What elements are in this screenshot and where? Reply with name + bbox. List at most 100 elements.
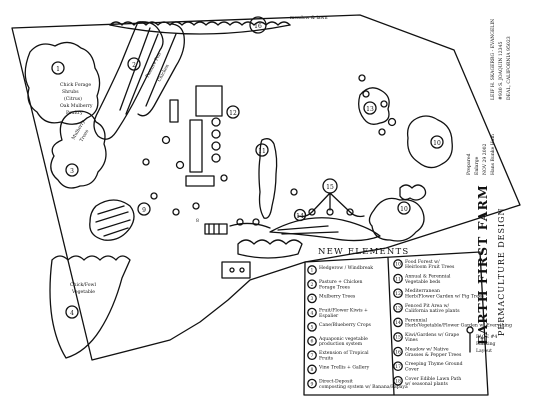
legend-right-marker-16 bbox=[393, 346, 403, 357]
zone-6-aquaponic-box bbox=[221, 261, 251, 279]
zone-2-pasture-pen bbox=[93, 21, 185, 140]
bush-row-lower bbox=[237, 239, 303, 259]
legend-right-text-14-1: Herb/Vegetable/Flower Garden w/ Everythi… bbox=[405, 323, 512, 329]
zone-1-chick-forage bbox=[24, 41, 101, 125]
legend-right-number-10: 10 bbox=[395, 262, 401, 268]
legend-right-text-13-0: Fenced Pit Area w/ bbox=[405, 303, 450, 309]
legend-right-text-13-1: California native plants bbox=[405, 308, 460, 314]
svg-text:10: 10 bbox=[400, 206, 408, 213]
legend-right-number-16: 16 bbox=[395, 349, 401, 355]
legend-left-number-3: 3 bbox=[311, 296, 314, 302]
prepared-line-4: Hans Bunke Ham bbox=[490, 133, 496, 175]
legend-right-marker-14 bbox=[393, 317, 403, 328]
legend-left-number-4: 4 bbox=[311, 310, 314, 316]
legend-right-text-17-1: Cover bbox=[405, 366, 420, 372]
legend-right-text-11-0: Annual & Perennial bbox=[404, 274, 451, 280]
legend-left-marker-3 bbox=[307, 293, 317, 304]
legend-right-text-15-0: Kiwi/Gardens w/ Grape bbox=[405, 332, 459, 338]
legend-left-marker-2 bbox=[307, 279, 317, 290]
page-number-text: PAGE #4 bbox=[476, 334, 497, 340]
node-16-number: 16 bbox=[254, 23, 262, 30]
legend-right-text-17-0: Creeping Thyme Ground bbox=[405, 361, 463, 367]
legend-left-number-5: 5 bbox=[311, 325, 314, 331]
legend-left-marker-1 bbox=[307, 265, 317, 275]
address-line-3: DEAL, CALIFORNIA 95023 bbox=[506, 36, 512, 100]
svg-text:3: 3 bbox=[70, 168, 74, 175]
legend-right-text-11-1: Vegetable beds bbox=[404, 279, 441, 285]
legend-left-marker-8 bbox=[307, 364, 317, 375]
svg-text:13: 13 bbox=[366, 106, 374, 113]
node-11-marker: 11 bbox=[255, 143, 269, 157]
address-line-2: #930 S. JOAQUIN 12345 bbox=[498, 41, 504, 100]
page-note-block: PAGE #4 Planting Layout bbox=[466, 326, 497, 354]
legend-right-number-17: 17 bbox=[395, 364, 401, 370]
node-9-marker: 9 bbox=[137, 202, 151, 216]
svg-text:2: 2 bbox=[132, 62, 136, 69]
node-10-marker: 10 bbox=[397, 201, 411, 215]
legend-left-number-1: 1 bbox=[311, 268, 314, 274]
address-line-1: LEIF H. SKAGERRG - EVANGELIN bbox=[490, 19, 496, 100]
legend-right-number-18: 18 bbox=[395, 379, 401, 385]
svg-text:(Citrus): (Citrus) bbox=[64, 95, 82, 102]
prepared-line-3: NOV 29 2002 bbox=[482, 143, 488, 175]
legend-left-number-7: 7 bbox=[311, 353, 314, 359]
page-note-layout: Layout bbox=[476, 348, 492, 354]
node-1-marker: 1 bbox=[51, 61, 65, 75]
legend-left-text-7-1: Fruits bbox=[319, 355, 334, 361]
node-8-marker: 8 bbox=[196, 218, 199, 224]
legend-right-marker-11 bbox=[393, 273, 403, 284]
node-10b-marker: 10 bbox=[430, 135, 444, 149]
hedgerow-south bbox=[49, 255, 131, 359]
legend-right-text-12-1: Herb/Flower Garden w/ Fig Trees bbox=[405, 293, 485, 299]
prepared-line-1: Prepared bbox=[466, 153, 472, 175]
node-12-marker: 12 bbox=[226, 105, 240, 119]
node-14-marker: 14 bbox=[293, 208, 307, 222]
svg-text:14: 14 bbox=[296, 213, 304, 220]
legend-right-text-16-1: Grasses & Pepper Trees bbox=[405, 352, 462, 358]
legend-right-text-10-1: Heirloom Fruit Trees bbox=[405, 264, 455, 270]
legend-left-marker-6 bbox=[307, 336, 317, 346]
property-boundary bbox=[11, 14, 521, 361]
svg-text:11: 11 bbox=[258, 148, 266, 155]
farm-title: EARTH FIRST FARM bbox=[475, 184, 490, 345]
prepared-line-2: Enlarge bbox=[474, 156, 480, 175]
svg-text:4: 4 bbox=[70, 310, 74, 317]
main-structures bbox=[169, 85, 223, 187]
zone-3-mulberry bbox=[50, 110, 107, 189]
legend-right-text-15-1: Vines bbox=[404, 337, 418, 343]
legend-left-text-3-0: Mulberry Trees bbox=[319, 293, 356, 299]
farm-subtitle: PERMACULTURE DESIGN bbox=[497, 207, 506, 336]
legend-right-text-18-0: Cover Edible Lawn Path bbox=[405, 376, 461, 382]
zone-10-food-forest bbox=[368, 197, 425, 242]
legend-right-number-12: 12 bbox=[395, 291, 401, 297]
legend-box bbox=[303, 251, 489, 396]
node-13-marker: 13 bbox=[363, 101, 377, 115]
zone-5-cane-berry bbox=[89, 199, 135, 241]
zone-8-vine-trellis bbox=[204, 222, 271, 235]
legend-left-number-2: 2 bbox=[311, 282, 314, 288]
legend-left-marker-7 bbox=[307, 350, 317, 361]
legend-right-number-14: 14 bbox=[395, 320, 401, 326]
legend-left-text-2-1: Forage Trees bbox=[319, 284, 350, 290]
legend-right-number-13: 13 bbox=[395, 306, 401, 312]
node-2-marker: 2 bbox=[127, 57, 141, 71]
legend-right-text-10-0: Food Forest w/ bbox=[405, 259, 440, 265]
svg-text:8: 8 bbox=[196, 218, 199, 224]
legend-left-text-4-1: Espalier bbox=[319, 313, 339, 319]
zone-14-15-garden bbox=[269, 178, 381, 242]
page-note-planting: Planting bbox=[476, 341, 496, 347]
legend-right-text-14-0: Perennial bbox=[405, 317, 428, 323]
zone-11-vegetable-row bbox=[258, 138, 278, 219]
legend-left-marker-4 bbox=[307, 307, 317, 318]
legend-right-text-18-1: w/ seasonal plants bbox=[405, 381, 448, 387]
svg-text:10: 10 bbox=[433, 140, 441, 147]
svg-text:Chick/Fowl: Chick/Fowl bbox=[70, 282, 96, 288]
svg-text:12: 12 bbox=[229, 110, 237, 117]
legend-left-text-6-1: production system bbox=[319, 341, 363, 347]
svg-text:Poultry: Poultry bbox=[66, 110, 83, 116]
legend-left-text-9-0: Direct-Deposit bbox=[319, 379, 353, 385]
legend-left-text-8-0: Vine Trellis + Gallery bbox=[318, 364, 370, 370]
